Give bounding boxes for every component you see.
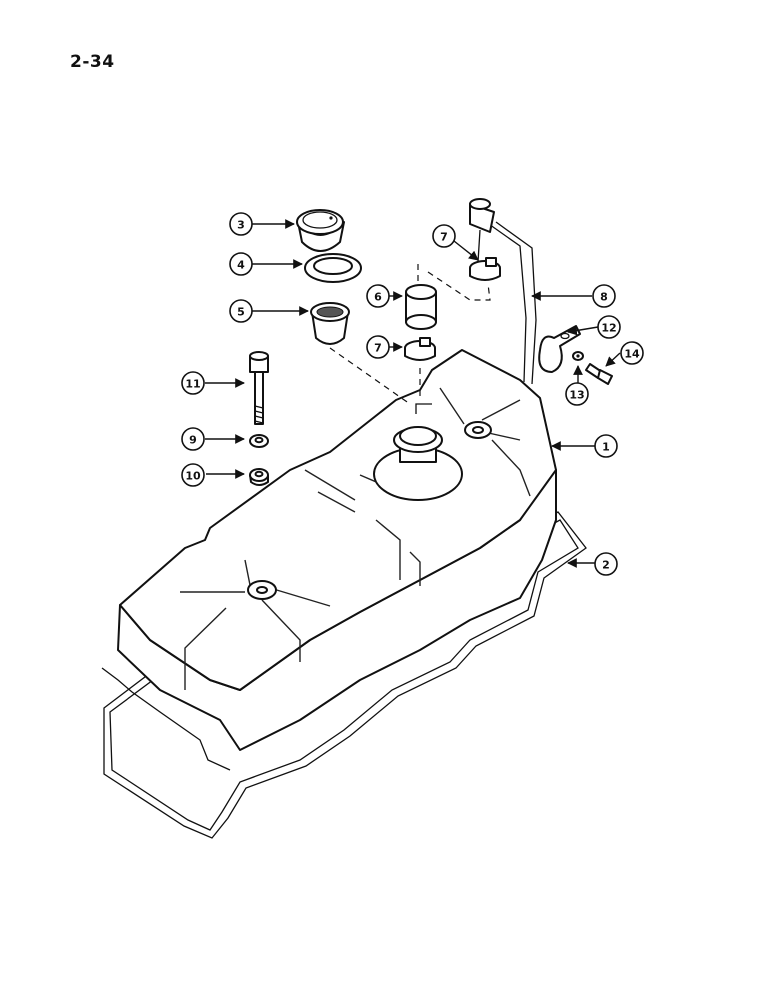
hose-clamp-upper <box>469 257 501 281</box>
callout-9-label: 9 <box>189 434 197 447</box>
filter-element <box>310 302 350 345</box>
callout-1-label: 1 <box>602 441 610 454</box>
washer <box>249 434 269 448</box>
callout-13: 13 <box>565 382 589 406</box>
callout-11-label: 11 <box>185 378 200 391</box>
callout-6: 6 <box>366 284 390 308</box>
leader-lines <box>205 219 621 568</box>
rocker-cover <box>117 349 557 751</box>
callout-7b-label: 7 <box>374 342 382 355</box>
grommet <box>249 468 269 486</box>
callout-11: 11 <box>181 371 205 395</box>
callout-12-label: 12 <box>601 322 616 335</box>
callout-5: 5 <box>229 299 253 323</box>
pipe-clip <box>538 325 581 373</box>
filler-cap <box>296 209 345 252</box>
callout-3-label: 3 <box>237 219 245 232</box>
breather-pipe <box>469 198 537 385</box>
page-number: 2-34 <box>70 52 115 72</box>
callout-1: 1 <box>594 434 618 458</box>
callout-7b: 7 <box>366 335 390 359</box>
hose <box>405 284 437 330</box>
callout-8-label: 8 <box>600 291 608 304</box>
callout-2-label: 2 <box>602 559 610 572</box>
seal-ring <box>304 253 362 283</box>
callout-8: 8 <box>592 284 616 308</box>
callout-10: 10 <box>181 463 205 487</box>
callout-4-label: 4 <box>237 259 245 272</box>
bolt <box>249 351 269 425</box>
callout-12: 12 <box>597 315 621 339</box>
callout-5-label: 5 <box>237 306 245 319</box>
callout-13-label: 13 <box>569 389 584 402</box>
hose-clamp-lower <box>404 337 436 361</box>
callout-3: 3 <box>229 212 253 236</box>
screw <box>585 363 613 385</box>
callout-6-label: 6 <box>374 291 382 304</box>
callout-7a-label: 7 <box>440 231 448 244</box>
callout-10-label: 10 <box>185 470 201 483</box>
callout-14-label: 14 <box>624 348 640 361</box>
callout-9: 9 <box>181 427 205 451</box>
callout-14: 14 <box>620 341 644 365</box>
callout-2: 2 <box>594 552 618 576</box>
lock-washer <box>572 351 584 361</box>
callout-4: 4 <box>229 252 253 276</box>
callout-7a: 7 <box>432 224 456 248</box>
